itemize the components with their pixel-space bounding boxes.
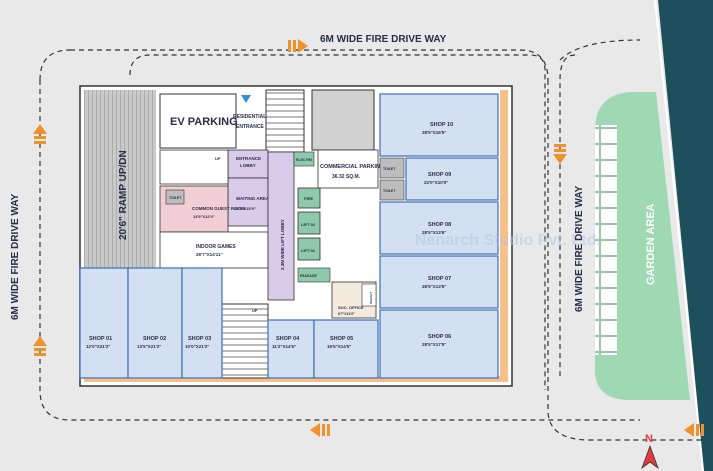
corridor-upper — [159, 149, 229, 185]
service-block — [311, 89, 375, 151]
fire-lift-label: FIRE — [304, 196, 313, 201]
fire-way-right-label: 6M WIDE FIRE DRIVE WAY — [574, 185, 585, 312]
indoor-games-dim: 26'7"X14'11" — [196, 252, 223, 257]
shop-05-dim: 16'5"X14'5" — [327, 344, 351, 349]
north-arrow-icon: N — [641, 433, 659, 470]
shop-10-dim: 28'5"X15'5" — [422, 130, 446, 135]
residential-entrance-label-1: RESIDENTIAL — [233, 114, 266, 120]
shop-02 — [127, 267, 183, 379]
shop-01-dim: 12'0"X21'2" — [86, 344, 110, 349]
shop-04-dim: 11'2"X14'5" — [272, 344, 296, 349]
toilet-shop-a — [379, 157, 405, 179]
garden-area — [595, 92, 690, 400]
ramp-label: 20'6" RAMP UP/DN — [118, 150, 129, 240]
shop-10 — [379, 93, 499, 157]
ramp — [84, 90, 156, 268]
fire-way-outer-top — [70, 39, 641, 81]
soc-office-dim: 6'7"X11'0" — [338, 312, 355, 316]
watermark: Nenarch Studio Pvt. Ltd. — [415, 232, 601, 249]
shop-02-label: SHOP 02 — [143, 336, 166, 342]
shop-08-dim: 28'5"X13'6" — [422, 230, 446, 235]
entrance-lobby-label-2: LOBBY — [240, 163, 256, 168]
stair-core-top — [265, 89, 305, 153]
waiting-area-dim: 10'2"X15'9" — [234, 206, 256, 211]
ev-parking — [159, 93, 237, 149]
north-label: N — [645, 433, 653, 445]
indoor-games — [159, 231, 269, 269]
shop-07-dim: 28'5"X13'5" — [422, 284, 446, 289]
stair-core-bottom — [221, 303, 269, 379]
entrance-arrow-icon — [241, 95, 251, 103]
shaft-label: SCHAFT — [369, 292, 373, 304]
soc-office-label: SOC. OFFICE — [338, 305, 364, 310]
commercial-parking-area: 36.32 SQ.M. — [332, 174, 361, 180]
shaft — [361, 283, 377, 307]
lift-02 — [297, 211, 321, 235]
shops: SHOP 01 12'0"X21'2" SHOP 02 13'5"X21'2" … — [79, 93, 499, 379]
residential-entrance-label-2: ENTRANCE — [236, 124, 264, 130]
fire-lift — [297, 187, 321, 209]
common-guest-room-label: COMMON GUEST ROOM — [192, 206, 245, 211]
elec-room — [293, 151, 315, 167]
shop-01-label: SHOP 01 — [89, 336, 112, 342]
lift-01-label: LIFT 01 — [301, 248, 316, 253]
entrance-lobby — [227, 149, 269, 179]
shop-08 — [379, 201, 499, 255]
shop-07 — [379, 255, 499, 309]
shop-03-label: SHOP 03 — [188, 336, 211, 342]
shop-03-dim: 10'0"X21'2" — [185, 344, 209, 349]
indoor-games-label: INDOOR GAMES — [196, 244, 236, 250]
ev-parking-label: EV PARKING — [170, 116, 238, 128]
garden-planter-grid — [595, 125, 617, 355]
passage — [297, 267, 331, 283]
orange-buffer-bottom — [84, 376, 508, 382]
shop-04-label: SHOP 04 — [276, 336, 300, 342]
shop-09-dim: 22'0"X10'0" — [424, 180, 448, 185]
lift-01 — [297, 237, 321, 261]
shop-06-dim: 28'5"X17'5" — [422, 342, 446, 347]
shop-10-label: SHOP 10 — [430, 122, 453, 128]
common-guest-room-dim: 13'5"X12'0" — [193, 214, 215, 219]
elec-room-label: ELEC RM — [296, 158, 312, 162]
shop-09 — [405, 157, 499, 201]
fire-way-inner — [129, 54, 546, 390]
road-strip — [658, 0, 713, 471]
shop-04 — [267, 319, 315, 379]
shop-02-dim: 13'5"X21'2" — [137, 344, 161, 349]
commercial-parking-label: COMMERCIAL PARKING — [320, 164, 384, 170]
shop-01 — [79, 267, 129, 379]
shop-05-label: SHOP 05 — [330, 336, 353, 342]
orange-buffer-right — [500, 90, 508, 380]
waiting-area — [227, 177, 269, 227]
shop-07-label: SHOP 07 — [428, 276, 451, 282]
up-label-2: UP — [215, 156, 221, 161]
shop-03 — [181, 267, 223, 379]
toilet-guest-text: TOILET — [169, 196, 182, 200]
garden-area-label: GARDEN AREA — [645, 203, 657, 285]
shop-08-label: SHOP 08 — [428, 222, 451, 228]
entrance-lobby-label-1: ENTRANCE — [236, 156, 261, 161]
fire-way-top-label: 6M WIDE FIRE DRIVE WAY — [320, 34, 447, 45]
shop-05 — [313, 319, 379, 379]
fire-way-left-label: 6M WIDE FIRE DRIVE WAY — [10, 193, 21, 320]
fire-way-outer — [39, 80, 640, 421]
fire-way-markers — [33, 39, 704, 437]
lift-02-label: LIFT 02 — [301, 222, 316, 227]
lift-lobby — [267, 151, 295, 301]
toilet-shop-a-label: TOILET — [383, 167, 396, 171]
toilet-shop-b-label: TOILET — [383, 189, 396, 193]
toilet-shop-b — [379, 179, 405, 201]
lift-lobby-label: 2.3M WIDE LIFT LOBBY — [280, 219, 285, 270]
up-label-3: UP — [252, 308, 258, 313]
commercial-parking — [317, 149, 379, 189]
shop-09-label: SHOP 09 — [428, 172, 451, 178]
waiting-area-label: WAITING AREA — [236, 196, 270, 201]
shop-06-label: SHOP 06 — [428, 334, 451, 340]
passage-label: PASSAGE — [300, 274, 318, 278]
shop-06 — [379, 309, 499, 379]
